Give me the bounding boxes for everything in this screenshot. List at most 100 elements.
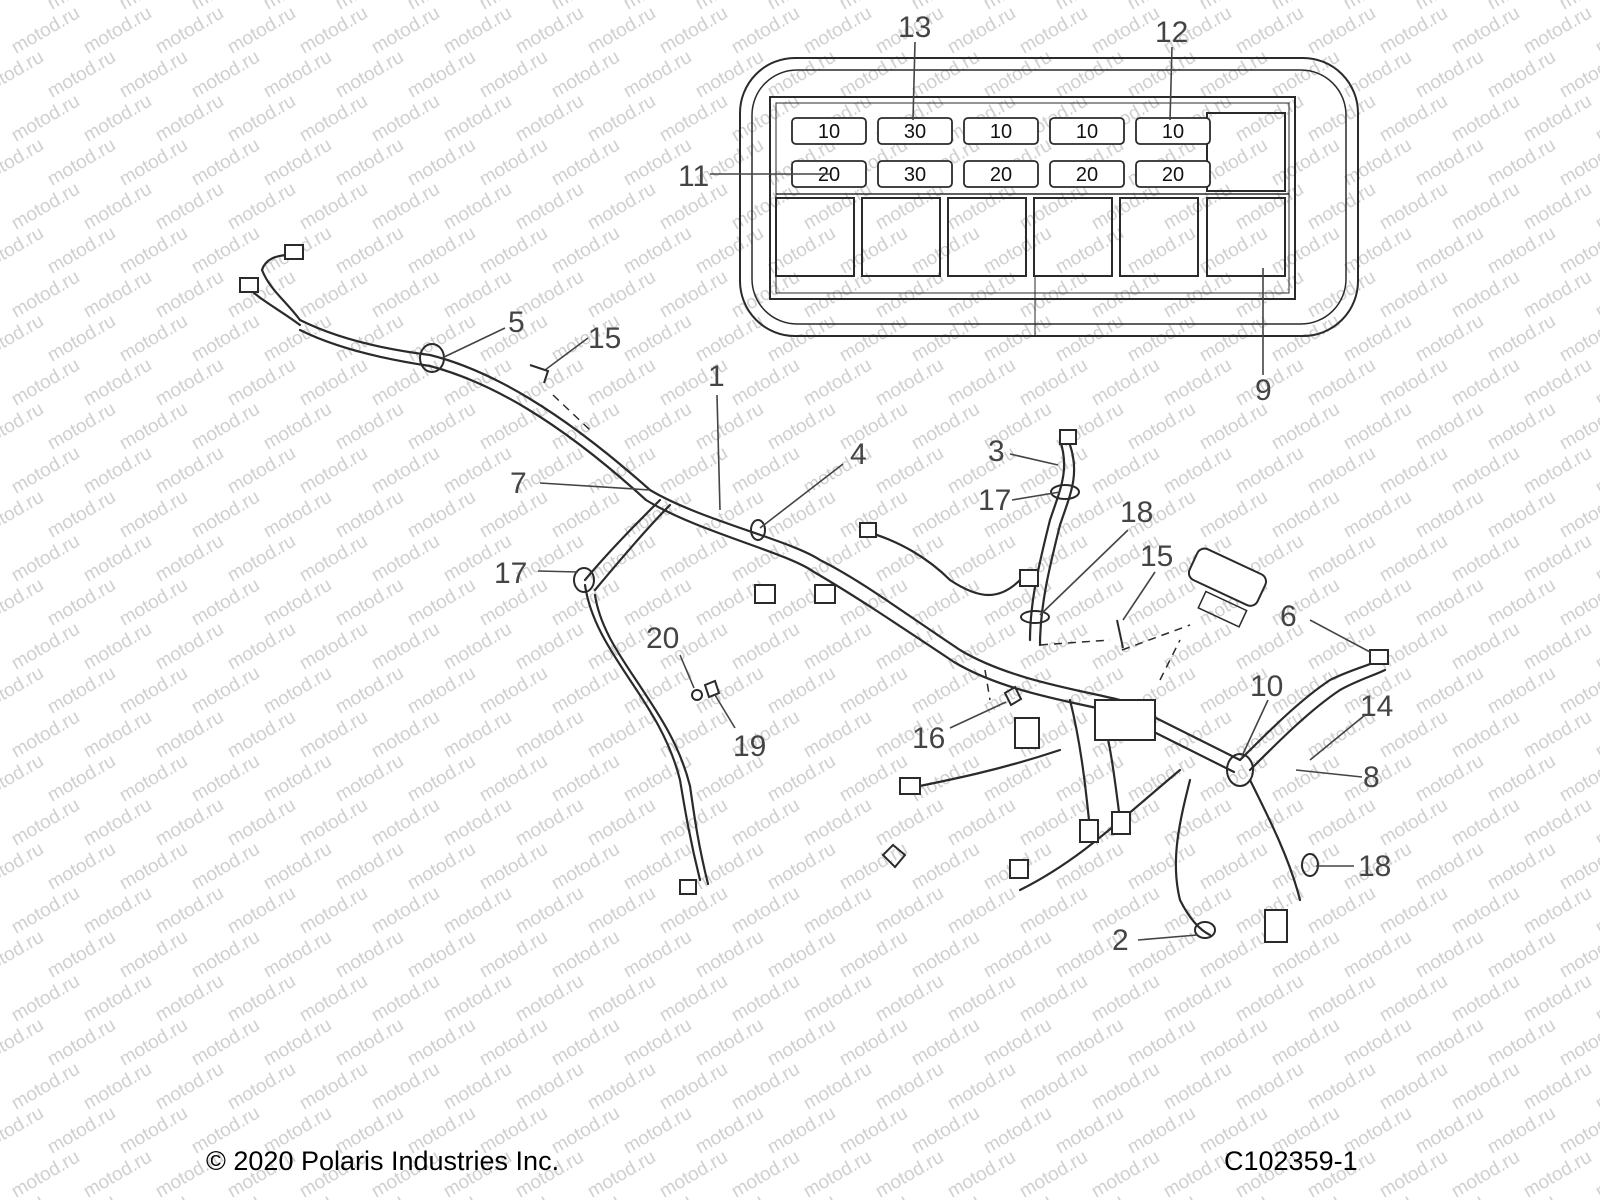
right-low-branch bbox=[1248, 778, 1302, 902]
watermark-text: motod.ru bbox=[908, 839, 983, 895]
watermark-text: motod.ru bbox=[0, 575, 47, 631]
watermark-text: motod.ru bbox=[1160, 443, 1235, 499]
watermark-text: motod.ru bbox=[152, 355, 227, 411]
watermark-text: motod.ru bbox=[1484, 575, 1559, 631]
watermark-text: motod.ru bbox=[80, 1147, 155, 1200]
watermark-text: motod.ru bbox=[1304, 619, 1379, 675]
fuse-top-1 bbox=[791, 117, 867, 145]
watermark-text: motod.ru bbox=[152, 267, 227, 323]
watermark-text: motod.ru bbox=[116, 927, 191, 983]
watermark-text: motod.ru bbox=[1016, 971, 1091, 1027]
watermark-text: motod.ru bbox=[8, 3, 83, 59]
watermark-text: motod.ru bbox=[1592, 971, 1600, 1027]
watermark-text: motod.ru bbox=[1448, 971, 1523, 1027]
callout-10: 10 bbox=[1250, 670, 1283, 703]
watermark-text: motod.ru bbox=[1412, 663, 1487, 719]
watermark-text: motod.ru bbox=[1592, 619, 1600, 675]
watermark-text: motod.ru bbox=[476, 751, 551, 807]
watermark-text: motod.ru bbox=[44, 663, 119, 719]
watermark-text: motod.ru bbox=[512, 971, 587, 1027]
connector-center-block bbox=[1094, 699, 1156, 741]
fuse-top-4 bbox=[1049, 117, 1125, 145]
watermark-text: motod.ru bbox=[1592, 355, 1600, 411]
watermark-text: motod.ru bbox=[692, 927, 767, 983]
watermark-text: motod.ru bbox=[1016, 355, 1091, 411]
watermark-text: motod.ru bbox=[764, 1191, 839, 1200]
watermark-text: motod.ru bbox=[1592, 1147, 1600, 1200]
watermark-text: motod.ru bbox=[836, 1015, 911, 1071]
leader-19 bbox=[714, 694, 736, 729]
watermark-text: motod.ru bbox=[980, 223, 1055, 279]
watermark-text: motod.ru bbox=[1520, 267, 1595, 323]
watermark-text: motod.ru bbox=[1304, 443, 1379, 499]
watermark-text: motod.ru bbox=[548, 751, 623, 807]
watermark-text: motod.ru bbox=[764, 1015, 839, 1071]
watermark-text: motod.ru bbox=[8, 531, 83, 587]
watermark-text: motod.ru bbox=[404, 839, 479, 895]
leader-3 bbox=[1009, 453, 1059, 466]
watermark-text: motod.ru bbox=[584, 355, 659, 411]
watermark-text: motod.ru bbox=[1160, 971, 1235, 1027]
watermark-text: motod.ru bbox=[1268, 135, 1343, 191]
watermark-text: motod.ru bbox=[944, 1059, 1019, 1115]
watermark-text: motod.ru bbox=[872, 1059, 947, 1115]
watermark-text: motod.ru bbox=[800, 1147, 875, 1200]
watermark-text: motod.ru bbox=[512, 179, 587, 235]
fuse-bottom-3-rating: 20 bbox=[990, 164, 1012, 186]
watermark-text: motod.ru bbox=[908, 311, 983, 367]
watermark-text: motod.ru bbox=[1520, 1147, 1595, 1200]
watermark-text: motod.ru bbox=[800, 1059, 875, 1115]
part-10-relay bbox=[1226, 753, 1254, 787]
watermark-text: motod.ru bbox=[1376, 619, 1451, 675]
watermark-text: motod.ru bbox=[116, 839, 191, 895]
watermark-text: motod.ru bbox=[44, 751, 119, 807]
watermark-text: motod.ru bbox=[80, 707, 155, 763]
watermark-text: motod.ru bbox=[1484, 1103, 1559, 1159]
callout-8: 8 bbox=[1363, 761, 1380, 794]
relay-slot-4 bbox=[1033, 197, 1113, 277]
leader-18a bbox=[1039, 529, 1129, 616]
watermark-text: motod.ru bbox=[1448, 531, 1523, 587]
callout-14: 14 bbox=[1360, 690, 1393, 723]
watermark-text: motod.ru bbox=[1520, 795, 1595, 851]
watermark-text: motod.ru bbox=[1448, 1059, 1523, 1115]
watermark-text: motod.ru bbox=[188, 135, 263, 191]
dashed-leader-3 bbox=[1121, 624, 1191, 651]
watermark-text: motod.ru bbox=[44, 135, 119, 191]
part-18-loop-top bbox=[1020, 610, 1050, 624]
watermark-text: motod.ru bbox=[0, 839, 47, 895]
watermark-text: motod.ru bbox=[1376, 971, 1451, 1027]
watermark-text: motod.ru bbox=[1520, 443, 1595, 499]
watermark-text: motod.ru bbox=[1304, 531, 1379, 587]
watermark-text: motod.ru bbox=[836, 47, 911, 103]
watermark-text: motod.ru bbox=[80, 619, 155, 675]
watermark-text: motod.ru bbox=[260, 839, 335, 895]
fuse-top-3 bbox=[963, 117, 1039, 145]
watermark-text: motod.ru bbox=[620, 399, 695, 455]
watermark-text: motod.ru bbox=[800, 971, 875, 1027]
watermark-text: motod.ru bbox=[1124, 399, 1199, 455]
watermark-text: motod.ru bbox=[1052, 223, 1127, 279]
watermark-text: motod.ru bbox=[0, 927, 47, 983]
watermark-text: motod.ru bbox=[8, 971, 83, 1027]
watermark-text: motod.ru bbox=[980, 47, 1055, 103]
watermark-text: motod.ru bbox=[1484, 1015, 1559, 1071]
watermark-text: motod.ru bbox=[872, 531, 947, 587]
watermark-text: motod.ru bbox=[908, 1191, 983, 1200]
watermark-text: motod.ru bbox=[1052, 1015, 1127, 1071]
watermark-text: motod.ru bbox=[1052, 839, 1127, 895]
connector-left-end-1 bbox=[284, 244, 304, 260]
watermark-text: motod.ru bbox=[872, 971, 947, 1027]
watermark-text: motod.ru bbox=[404, 223, 479, 279]
connector-right-6 bbox=[1369, 649, 1389, 665]
watermark-text: motod.ru bbox=[1592, 883, 1600, 939]
watermark-text: motod.ru bbox=[800, 355, 875, 411]
watermark-text: motod.ru bbox=[476, 47, 551, 103]
watermark-text: motod.ru bbox=[1052, 399, 1127, 455]
watermark-text: motod.ru bbox=[188, 311, 263, 367]
watermark-text: motod.ru bbox=[1052, 575, 1127, 631]
watermark-text: motod.ru bbox=[8, 1147, 83, 1200]
watermark-text: motod.ru bbox=[692, 1103, 767, 1159]
watermark-text: motod.ru bbox=[404, 1015, 479, 1071]
callout-12: 12 bbox=[1155, 16, 1188, 49]
